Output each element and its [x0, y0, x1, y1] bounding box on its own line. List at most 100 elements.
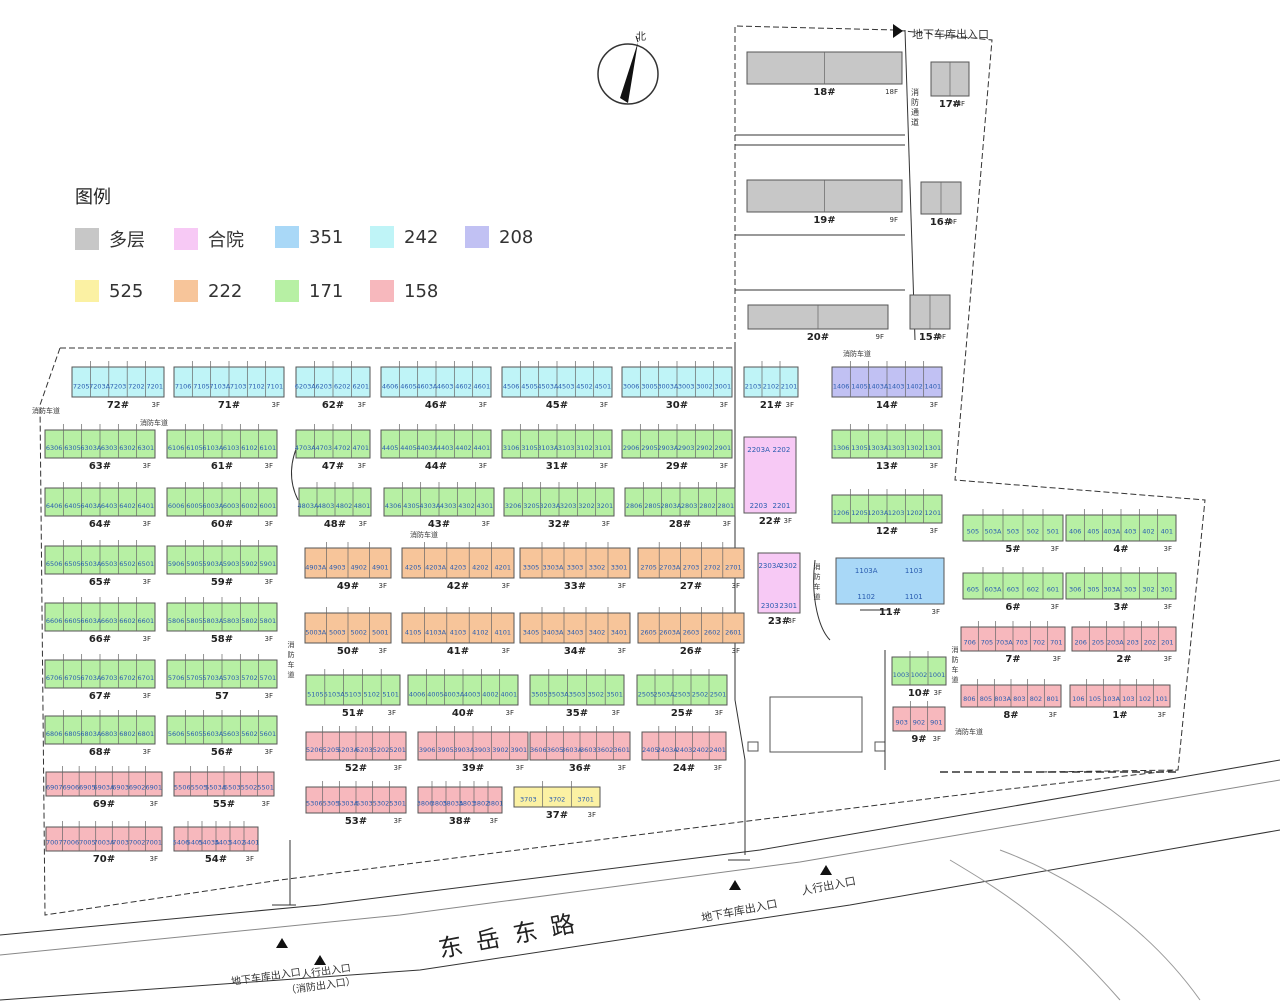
unit-number: 5303A — [337, 800, 359, 808]
unit-number: 2701 — [725, 564, 742, 572]
building-id: 52# — [345, 763, 367, 774]
building-id: 22# — [759, 516, 781, 527]
unit-number: 2301 — [779, 602, 797, 610]
building-floors: 3F — [479, 401, 487, 409]
building-floors: 3F — [600, 401, 608, 409]
unit-number: 4002 — [482, 691, 499, 699]
unit-number: 3701 — [577, 795, 594, 803]
unit-number: 2401 — [709, 746, 726, 754]
legend-item: 525 — [75, 280, 143, 302]
unit-number: 701 — [1050, 638, 1062, 646]
unit-number: 2703 — [683, 564, 700, 572]
unit-number: 6903 — [112, 783, 129, 791]
unit-number: 801 — [1046, 695, 1058, 703]
unit-number: 2903A — [657, 444, 679, 452]
unit-number: 5602 — [241, 730, 258, 738]
unit-number: 6805 — [64, 730, 81, 738]
legend-item: 351 — [275, 226, 343, 248]
unit-number: 6506 — [46, 560, 63, 568]
unit-number: 203 — [1126, 638, 1138, 646]
building-id: 12# — [876, 526, 898, 537]
building-id: 48# — [324, 519, 346, 530]
unit-number: 2502 — [692, 691, 709, 699]
unit-number: 3605 — [547, 746, 564, 754]
building-id: 67# — [89, 691, 111, 702]
building-footprint — [529, 674, 625, 706]
unit-number: 5102 — [364, 691, 381, 699]
building-footprint — [513, 786, 601, 808]
unit-number: 2806 — [626, 502, 643, 510]
building-id: 5# — [1005, 544, 1020, 555]
unit-number: 6302 — [119, 444, 136, 452]
fire-lane-label-right: 消防车道 — [813, 563, 821, 601]
building-floors: 3F — [379, 647, 387, 655]
unit-number: 4103 — [450, 629, 467, 637]
unit-number: 5501 — [257, 783, 274, 791]
unit-number: 6702 — [119, 674, 136, 682]
unit-number: 603 — [1007, 586, 1019, 594]
unit-number: 3606 — [530, 746, 547, 754]
unit-number: 6003 — [223, 502, 240, 510]
unit-number: 7203 — [110, 383, 127, 391]
unit-number: 305 — [1087, 586, 1099, 594]
unit-number: 3503 — [569, 691, 586, 699]
unit-number: 805 — [980, 695, 992, 703]
legend-item: 158 — [370, 280, 438, 302]
unit-number: 3206 — [505, 502, 522, 510]
unit-number: 5801 — [260, 617, 277, 625]
unit-number: 903 — [895, 718, 907, 726]
building-floors: 3F — [272, 401, 280, 409]
unit-number: 4603 — [437, 383, 454, 391]
building-floors: 3F — [1164, 655, 1172, 663]
building-id: 33# — [564, 581, 586, 592]
legend-swatch — [465, 226, 489, 248]
unit-number: 4801 — [354, 502, 371, 510]
building-id: 34# — [564, 646, 586, 657]
unit-number: 5603 — [223, 730, 240, 738]
building-floors: 3F — [618, 764, 626, 772]
unit-number: 6103 — [223, 444, 240, 452]
unit-number: 5305 — [323, 800, 340, 808]
unit-number: 403A — [1103, 528, 1120, 536]
unit-number: 4605 — [400, 383, 417, 391]
building-floors: 3F — [262, 800, 270, 808]
unit-number: 4301 — [477, 502, 494, 510]
unit-number: 3602 — [597, 746, 614, 754]
unit-number: 5903 — [223, 560, 240, 568]
building-id: 15# — [919, 332, 941, 343]
fire-lane-label-mid: 消防车道 — [843, 350, 871, 358]
unit-number: 2803A — [660, 502, 682, 510]
unit-number: 2703A — [659, 564, 681, 572]
unit-number: 6105 — [186, 444, 203, 452]
building-footprint — [835, 557, 945, 605]
unit-number: 7201 — [147, 383, 164, 391]
unit-number: 4006 — [409, 691, 426, 699]
unit-number: 6801 — [138, 730, 155, 738]
fire-lane-label-top: 消防通道 — [911, 88, 919, 127]
unit-number: 705 — [981, 638, 993, 646]
building-id: 36# — [569, 763, 591, 774]
building-floors: 3F — [930, 462, 938, 470]
unit-number: 1403A — [867, 383, 889, 391]
building-id: 25# — [671, 708, 693, 719]
unit-number: 2601 — [725, 629, 742, 637]
building-floors: 3F — [516, 764, 524, 772]
unit-number: 7003 — [112, 838, 129, 846]
building-id: 26# — [680, 646, 702, 657]
building-floors: 3F — [265, 748, 273, 756]
unit-number: 5303 — [356, 800, 373, 808]
unit-number: 5206 — [306, 746, 323, 754]
building-floors: 3F — [1164, 545, 1172, 553]
